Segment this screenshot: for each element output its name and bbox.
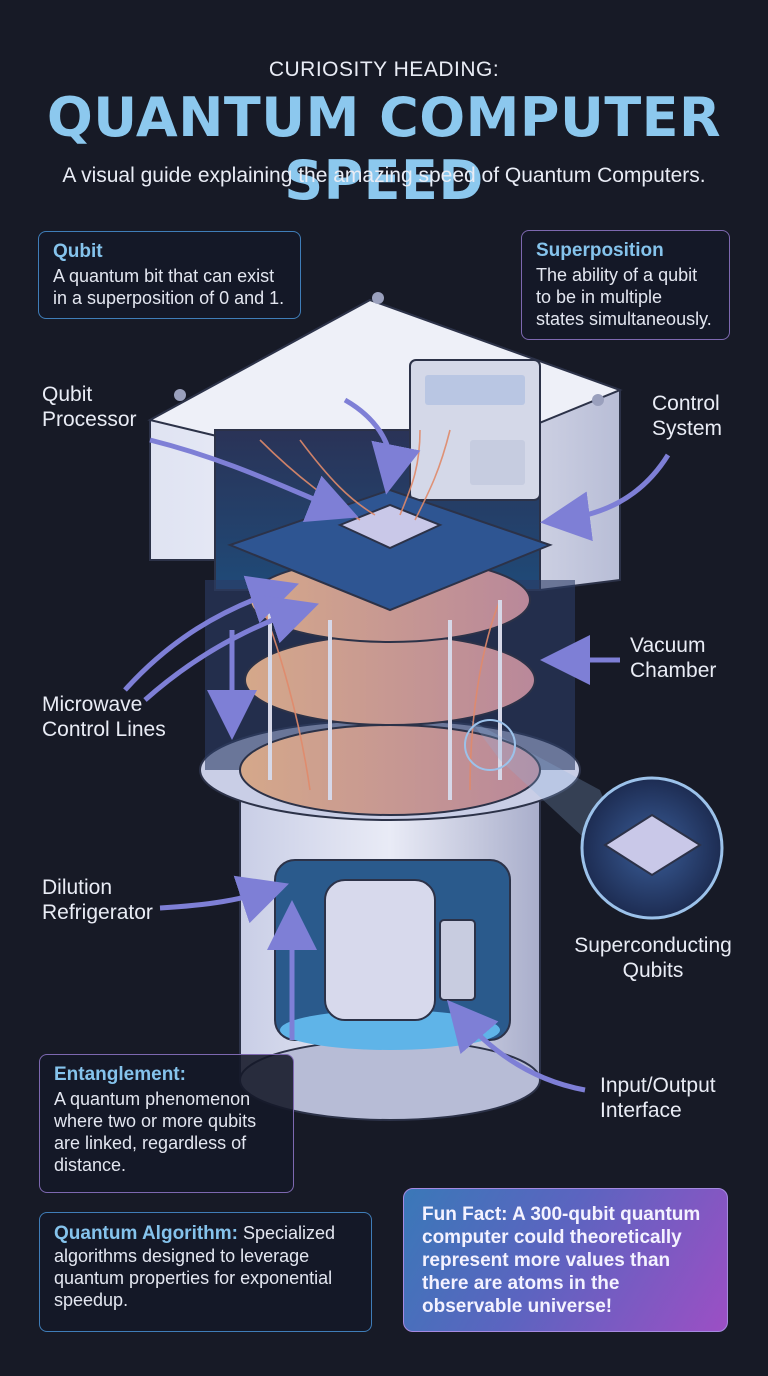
label-microwave-control-lines: Microwave Control Lines bbox=[42, 693, 166, 741]
control-panel bbox=[409, 359, 541, 501]
entanglement-definition-box: Entanglement: A quantum phenomenon where… bbox=[39, 1054, 294, 1193]
superconducting-qubit-magnifier bbox=[464, 719, 724, 920]
arrow-qubit-processor bbox=[149, 437, 359, 523]
qubit-term: Qubit bbox=[53, 241, 103, 262]
qubit-text: A quantum bit that can exist in a superp… bbox=[53, 266, 285, 308]
entanglement-term: Entanglement: bbox=[54, 1064, 186, 1085]
label-superconducting-qubits: Superconducting Qubits bbox=[574, 934, 732, 982]
quantum-algorithm-term: Quantum Algorithm: bbox=[54, 1223, 238, 1244]
arrow-dilution bbox=[159, 875, 289, 924]
quantum-algorithm-text: Specialized algorithms designed to lever… bbox=[54, 1223, 336, 1310]
entanglement-text: A quantum phenomenon where two or more q… bbox=[54, 1089, 257, 1175]
label-control-system: Control System bbox=[652, 392, 723, 440]
quantum-algorithm-definition-box: Quantum Algorithm: Specialized algorithm… bbox=[39, 1212, 372, 1332]
superposition-text: The ability of a qubit to be in multiple… bbox=[536, 265, 712, 329]
label-input-output-interface: Input/Output Interface bbox=[600, 1074, 716, 1122]
arrow-microwave-1 bbox=[123, 575, 299, 692]
callout-arrows bbox=[123, 397, 671, 1093]
superposition-definition-box: Superposition The ability of a qubit to … bbox=[521, 230, 730, 340]
label-qubit-processor: Qubit Processor bbox=[42, 383, 137, 431]
header-kicker: CURIOSITY HEADING: bbox=[268, 58, 500, 81]
superposition-term: Superposition bbox=[536, 240, 664, 261]
fun-fact-box: Fun Fact: A 300-qubit quantum computer c… bbox=[403, 1188, 728, 1332]
qubit-definition-box: Qubit A quantum bit that can exist in a … bbox=[38, 231, 301, 319]
label-dilution-refrigerator: Dilution Refrigerator bbox=[42, 876, 153, 924]
arrow-control-system bbox=[540, 453, 671, 542]
arrow-microwave-2 bbox=[143, 595, 319, 702]
arrow-io-interface bbox=[446, 999, 586, 1093]
page-title: QUANTUM COMPUTER SPEED bbox=[46, 86, 722, 212]
label-vacuum-chamber: Vacuum Chamber bbox=[630, 634, 717, 682]
arrow-internal-1 bbox=[343, 397, 421, 495]
page-subtitle: A visual guide explaining the amazing sp… bbox=[62, 164, 706, 187]
